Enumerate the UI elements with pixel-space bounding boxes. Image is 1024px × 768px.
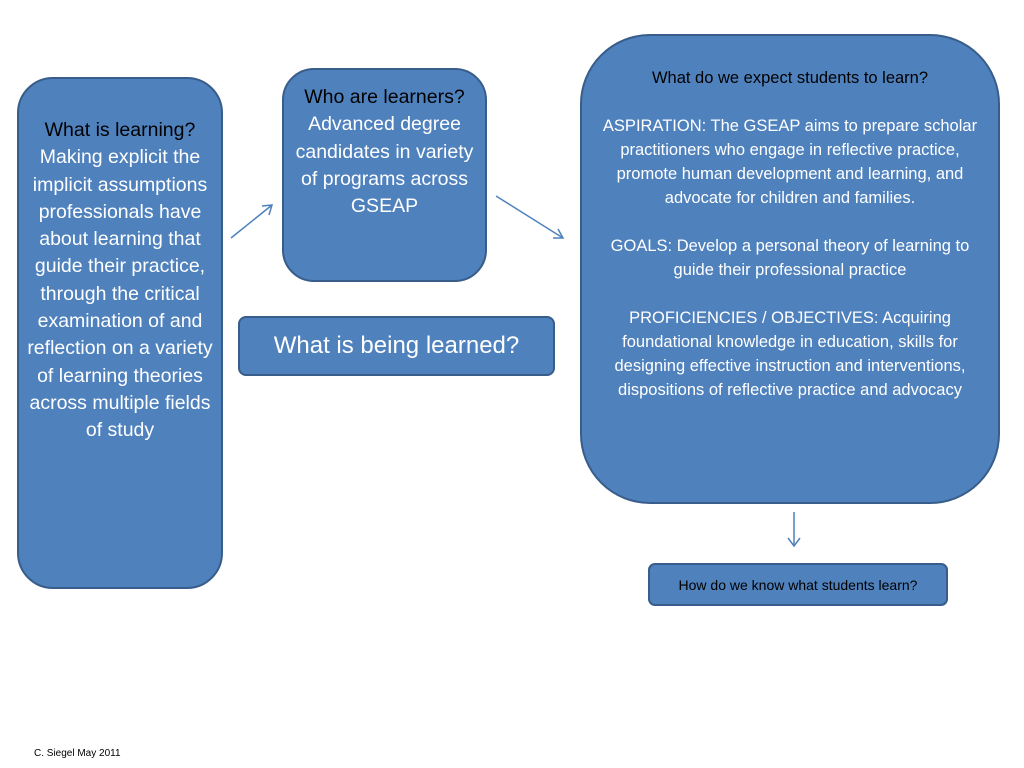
learners-heading: Who are learners? — [304, 86, 465, 108]
assessment-label: How do we know what students learn? — [678, 576, 918, 593]
expectations-heading: What do we expect students to learn? — [651, 69, 929, 87]
learning-heading: What is learning? — [44, 119, 196, 141]
arrow-learners-to-expectations — [495, 195, 565, 239]
proficiencies-text: PROFICIENCIES / OBJECTIVES: Acquiring fo… — [614, 309, 966, 399]
author-credit: C. Siegel May 2011 — [34, 748, 121, 759]
how-do-we-know-box: How do we know what students learn? — [648, 563, 948, 606]
being-learned-label: What is being learned? — [273, 332, 520, 359]
arrow-learning-to-learners — [230, 204, 274, 239]
learners-body: Advanced degree candidates in variety of… — [295, 113, 474, 218]
aspiration-text: ASPIRATION: The GSEAP aims to prepare sc… — [602, 117, 978, 207]
who-are-learners-box: Who are learners? Advanced degree candid… — [282, 68, 487, 282]
expectations-box: What do we expect students to learn? ASP… — [580, 34, 1000, 504]
arrow-expectations-to-assessment — [787, 512, 801, 548]
what-is-learning-box: What is learning? Making explicit the im… — [17, 77, 223, 589]
goals-text: GOALS: Develop a personal theory of lear… — [610, 237, 970, 279]
what-is-being-learned-box: What is being learned? — [238, 316, 555, 376]
learning-body: Making explicit the implicit assumptions… — [27, 146, 213, 442]
